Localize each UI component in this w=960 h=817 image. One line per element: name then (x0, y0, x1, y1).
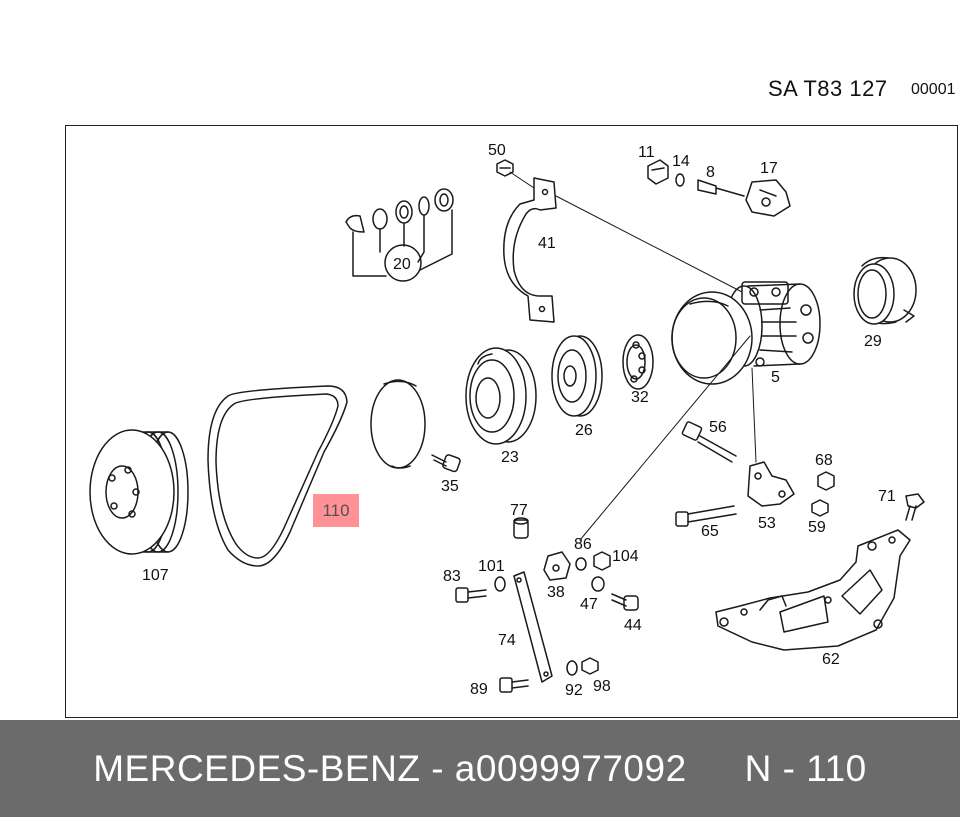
label-89: 89 (470, 681, 488, 698)
bolt-71-drawing (905, 493, 925, 521)
washer-101-drawing (494, 576, 506, 592)
cover-29-drawing (853, 256, 917, 325)
spacer-77-drawing (513, 517, 529, 539)
footer-bar: MERCEDES-BENZ - a0099977092 N - 110 (0, 720, 960, 817)
nut-68-drawing (817, 471, 835, 491)
nut-59-drawing (811, 499, 829, 517)
diagram-code: SA T83 127 (768, 76, 888, 101)
bolt-35-drawing (431, 454, 461, 473)
v-belt-110-drawing (207, 385, 348, 567)
label-104: 104 (612, 548, 639, 565)
label-20: 20 (393, 256, 411, 273)
label-32: 32 (631, 389, 649, 406)
bolt-65-drawing (675, 505, 737, 527)
label-83: 83 (443, 568, 461, 585)
bracket-38-drawing (543, 551, 571, 581)
label-35: 35 (441, 478, 459, 495)
bolt-56-drawing (681, 421, 737, 463)
diagram-frame (65, 125, 958, 718)
label-74: 74 (498, 632, 516, 649)
pulley-107-drawing (89, 429, 189, 555)
nut-50-drawing (496, 159, 514, 177)
highlighted-part-label: 110 (322, 500, 350, 520)
label-92: 92 (565, 682, 583, 699)
label-53: 53 (758, 515, 776, 532)
bracket-53-drawing (747, 461, 795, 507)
label-50: 50 (488, 142, 506, 159)
hub-26-drawing (551, 335, 603, 417)
sensor-parts-drawing (647, 159, 791, 217)
label-59: 59 (808, 519, 826, 536)
label-47: 47 (580, 596, 598, 613)
footer-position: N - 110 (744, 747, 867, 789)
label-11: 11 (638, 144, 655, 161)
bolt-44-drawing (611, 593, 639, 611)
label-23: 23 (501, 449, 519, 466)
parts-diagram: 50 11 14 8 17 41 20 29 5 32 26 23 35 107… (89, 142, 925, 699)
label-62: 62 (822, 651, 840, 668)
nut-98-drawing (581, 657, 599, 675)
label-38: 38 (547, 584, 565, 601)
label-101: 101 (478, 558, 505, 575)
label-14: 14 (672, 153, 690, 170)
bearing-32-drawing (622, 334, 654, 390)
label-65: 65 (701, 523, 719, 540)
nut-104-drawing (593, 551, 611, 571)
label-8: 8 (706, 164, 715, 181)
diagram-ref: 00001 (911, 81, 956, 98)
washer-47-drawing (591, 576, 605, 592)
label-107: 107 (142, 567, 169, 584)
footer-part-number: MERCEDES-BENZ - a0099977092 (93, 747, 687, 789)
compressor-5-drawing (671, 281, 821, 385)
washer-92-drawing (566, 660, 578, 676)
bolt-83-drawing (455, 587, 487, 603)
label-86: 86 (574, 536, 592, 553)
bracket-41-drawing (503, 177, 557, 323)
strap-74-drawing (513, 571, 553, 683)
mount-bracket-62-drawing (715, 529, 911, 651)
leader-lines (509, 171, 757, 541)
label-29: 29 (864, 333, 882, 350)
label-17: 17 (760, 160, 778, 177)
bolt-89-drawing (499, 677, 529, 693)
label-41: 41 (538, 235, 556, 252)
label-56: 56 (709, 419, 727, 436)
seal-kit-20-drawing (345, 188, 454, 282)
label-71: 71 (878, 488, 896, 505)
label-26: 26 (575, 422, 593, 439)
label-68: 68 (815, 452, 833, 469)
pulley-23-drawing (465, 347, 537, 445)
cover-35-drawing (370, 379, 426, 469)
highlighted-part-110[interactable]: 110 (313, 494, 359, 527)
label-98: 98 (593, 678, 611, 695)
part-labels: 50 11 14 8 17 41 20 29 5 32 26 23 35 107… (142, 142, 896, 699)
label-44: 44 (624, 617, 642, 634)
label-77: 77 (510, 502, 528, 519)
washer-86-drawing (575, 557, 587, 571)
label-5: 5 (771, 369, 780, 386)
